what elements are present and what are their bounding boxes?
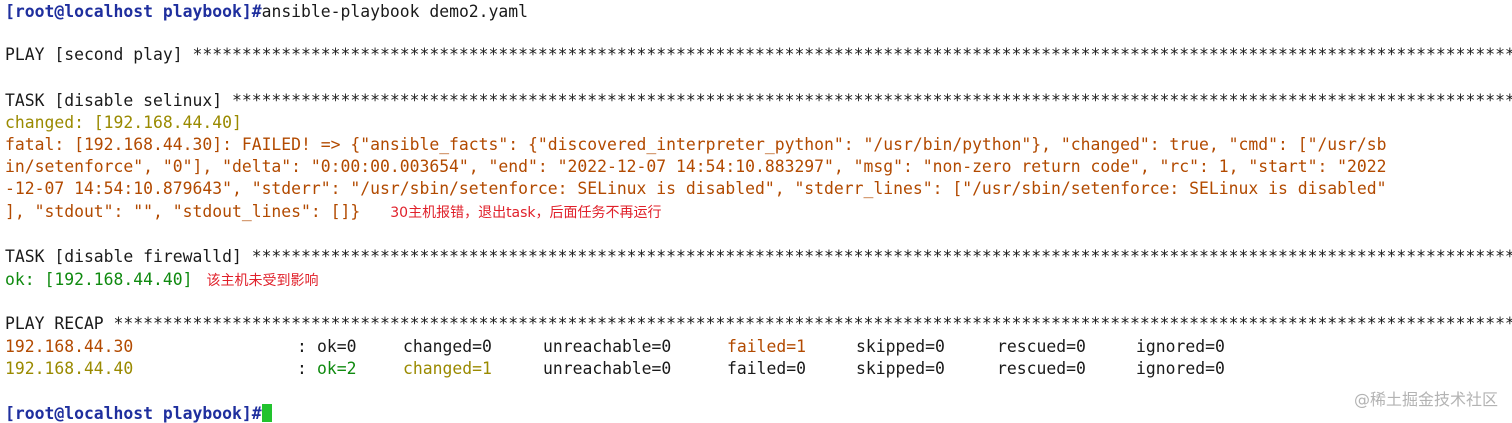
recap-ok: ok=2 xyxy=(317,359,357,378)
task-header-firewalld: TASK [disable firewalld] ***************… xyxy=(5,247,1512,266)
recap-unreachable: unreachable=0 xyxy=(543,337,672,356)
task-result-changed: changed: [192.168.44.40] xyxy=(5,113,242,132)
play-header: PLAY [second play] *********************… xyxy=(5,45,1512,64)
task-result-fatal-line-2: in/setenforce", "0"], "delta": "0:00:00.… xyxy=(5,157,1387,176)
recap-unreachable: unreachable=0 xyxy=(543,359,672,378)
recap-changed: changed=1 xyxy=(403,359,492,378)
recap-separator: : xyxy=(297,337,307,356)
recap-ignored: ignored=0 xyxy=(1136,337,1225,356)
fatal-tail: ], "stdout": "", "stdout_lines": []} xyxy=(5,202,361,221)
recap-ignored: ignored=0 xyxy=(1136,359,1225,378)
task-result-ok: ok: [192.168.44.40] xyxy=(5,270,193,289)
recap-rescued: rescued=0 xyxy=(997,337,1086,356)
command-text: ansible-playbook demo2.yaml xyxy=(261,2,529,21)
recap-failed: failed=1 xyxy=(727,337,806,356)
recap-host: 192.168.44.30 xyxy=(5,337,134,356)
task-result-fatal-line-1: fatal: [192.168.44.30]: FAILED! => {"ans… xyxy=(5,135,1387,154)
task-result-fatal-line-3: -12-07 14:54:10.879643", "stderr": "/usr… xyxy=(5,179,1387,198)
recap-skipped: skipped=0 xyxy=(856,337,945,356)
annotation-unaffected-note: 该主机未受到影响 xyxy=(206,273,319,289)
task-result-ok-line: ok: [192.168.44.40] 该主机未受到影响 xyxy=(5,269,319,291)
shell-prompt: [root@localhost playbook]# xyxy=(5,2,262,21)
recap-ok: ok=0 xyxy=(317,337,357,356)
recap-changed: changed=0 xyxy=(403,337,492,356)
cursor-block xyxy=(261,404,272,422)
shell-prompt: [root@localhost playbook]# xyxy=(5,404,262,423)
task-result-fatal-line-4: ], "stdout": "", "stdout_lines": []} 30主机… xyxy=(5,201,662,223)
recap-separator: : xyxy=(297,359,307,378)
watermark: @稀土掘金技术社区 xyxy=(1353,390,1498,409)
recap-failed: failed=0 xyxy=(727,359,806,378)
annotation-failure-note: 30主机报错，退出task，后面任务不再运行 xyxy=(390,205,662,221)
recap-rescued: rescued=0 xyxy=(997,359,1086,378)
recap-header: PLAY RECAP *****************************… xyxy=(5,314,1512,333)
recap-host: 192.168.44.40 xyxy=(5,359,134,378)
command-line: [root@localhost playbook]#ansible-playbo… xyxy=(5,1,528,23)
task-header-selinux: TASK [disable selinux] *****************… xyxy=(5,91,1512,110)
recap-skipped: skipped=0 xyxy=(856,359,945,378)
final-prompt-line[interactable]: [root@localhost playbook]# xyxy=(5,403,272,423)
